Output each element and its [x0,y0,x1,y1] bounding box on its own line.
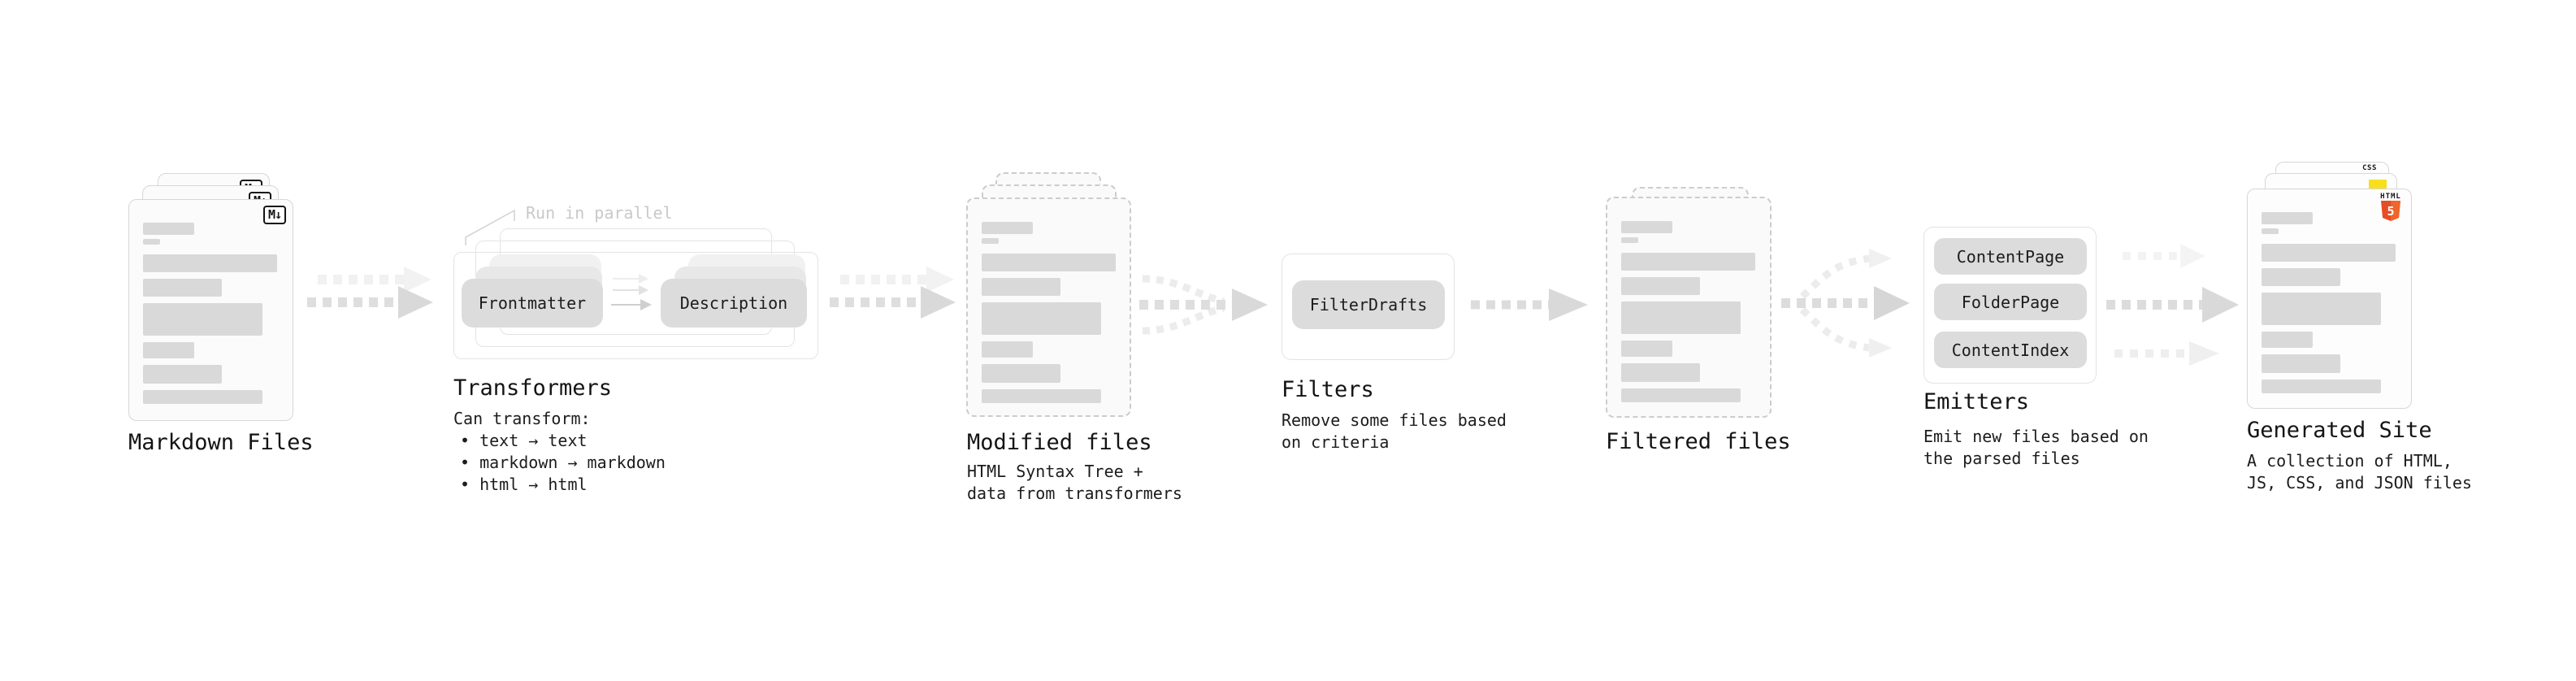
skeleton-line [2262,293,2381,325]
emitters-description: Emit new files based on [1923,427,2149,446]
skeleton-line [143,342,194,358]
skeleton-line [2262,354,2340,373]
skeleton-line [2262,212,2313,224]
skeleton-line [1621,237,1638,243]
transformer-pill-frontmatter: Frontmatter [462,279,603,327]
skeleton-line [982,364,1060,383]
skeleton-line [143,365,222,384]
filters-label: Filters [1281,377,1374,402]
emitter-pill-folderpage: FolderPage [1934,284,2087,320]
css-icon-text: CSS [2362,164,2377,172]
skeleton-line [1621,253,1755,271]
skeleton-line [2262,244,2396,262]
emitter-pill-contentpage: ContentPage [1934,238,2087,275]
filters-panel: FilterDrafts [1281,254,1455,360]
js-icon [2369,180,2387,189]
transformers-label: Transformers [453,375,613,401]
generated-site-label: Generated Site [2247,418,2432,443]
transformer-frame [453,252,818,359]
skeleton-line [1621,221,1672,233]
skeleton-line [1621,277,1700,295]
arrow-filters-to-filtered [1471,288,1588,321]
parallel-arrows-icon [611,274,652,310]
svg-text:5: 5 [2387,204,2394,219]
skeleton-line [982,389,1101,403]
skeleton-line [2262,380,2381,393]
arrow-filtered-to-emitters [1781,249,1910,358]
skeleton-line [143,303,262,336]
filtered-file-card [1606,197,1772,418]
filtered-files-stack [1606,187,1776,423]
skeleton-line [143,223,194,235]
generated-site-stack: CSS HTML 5 [2247,162,2418,414]
skeleton-line [143,254,277,272]
skeleton-line [982,254,1116,271]
skeleton-line [1621,388,1741,402]
transformer-pill-description: Description [661,279,807,327]
emitters-label: Emitters [1923,389,2030,414]
modified-files-description: HTML Syntax Tree + [967,462,1143,481]
transformers-description-title: Can transform: [453,409,591,428]
html5-shield: 5 [2381,201,2400,221]
emitters-panel: ContentPage FolderPage ContentIndex [1923,227,2097,384]
modified-files-label: Modified files [967,430,1152,455]
transformers-bullet: • text → text [460,431,588,450]
skeleton-line [982,302,1101,335]
html5-icon: HTML 5 [2379,193,2403,224]
filter-pill-filterdrafts: FilterDrafts [1292,280,1445,329]
skeleton-line [143,279,222,297]
arrow-markdown-to-transformers [307,267,433,319]
skeleton-line [143,390,262,404]
document-skeleton [143,223,280,404]
skeleton-line [2262,332,2313,348]
skeleton-line [1621,340,1672,357]
transformers-bullet: • markdown → markdown [460,453,666,472]
skeleton-line [143,239,160,245]
skeleton-line [1621,363,1700,382]
html-file-card: HTML 5 [2247,189,2412,409]
skeleton-line [982,222,1033,234]
skeleton-line [982,341,1033,358]
markdown-file-card: M↓ [128,199,293,421]
modified-files-description: data from transformers [967,484,1182,503]
emitter-pill-contentindex: ContentIndex [1934,332,2087,368]
arrows-emitters-to-site [2106,244,2239,366]
skeleton-line [982,278,1060,296]
document-skeleton [982,222,1117,403]
filters-description: Remove some files based [1281,410,1507,430]
filtered-files-label: Filtered files [1606,429,1791,454]
modified-files-stack [966,172,1137,424]
skeleton-line [2262,268,2340,286]
modified-file-card [966,197,1131,417]
html5-icon-text: HTML [2380,193,2401,201]
skeleton-line [1621,301,1741,334]
arrow-modified-to-filters [1139,275,1268,335]
document-skeleton [2262,212,2398,393]
markdown-files-stack: M↓ M↓ M↓ [128,173,299,425]
filters-description: on criteria [1281,432,1390,452]
run-in-parallel-callout: Run in parallel [526,203,673,223]
arrow-transformers-to-modified [830,267,956,319]
generated-site-description: A collection of HTML, [2247,451,2452,471]
markdown-files-label: Markdown Files [128,430,314,455]
generated-site-description: JS, CSS, and JSON files [2247,473,2472,492]
document-skeleton [1621,221,1757,402]
markdown-icon: M↓ [262,206,286,224]
emitters-description: the parsed files [1923,449,2080,468]
transformers-bullet: • html → html [460,475,588,494]
callout-line [465,209,515,245]
skeleton-line [982,238,999,244]
skeleton-line [2262,228,2279,234]
